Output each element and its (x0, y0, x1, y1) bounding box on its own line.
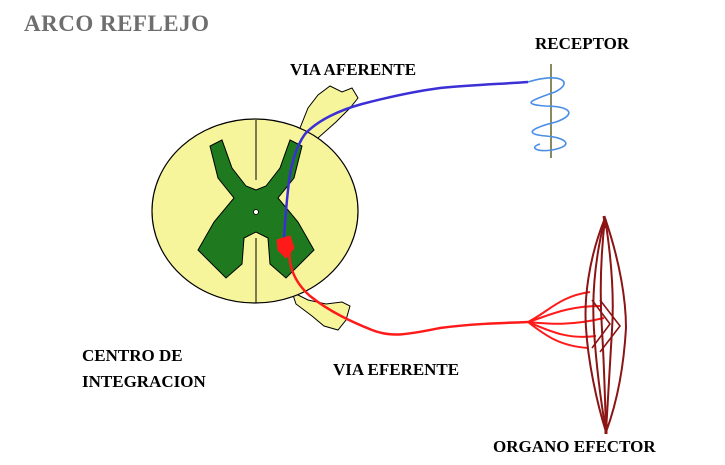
effector-organ-label: ORGANO EFECTOR (493, 437, 656, 456)
efferent-pathway (288, 247, 529, 336)
integration-center-label-line1: CENTRO DE (82, 346, 183, 365)
ventral-nerve-root (291, 291, 351, 331)
integration-center-label-line2: INTEGRACION (82, 372, 206, 391)
effector-muscle (584, 215, 628, 434)
receptor-label: RECEPTOR (535, 34, 630, 53)
integration-center-label: CENTRO DE INTEGRACION (82, 343, 206, 395)
receptor-coils (527, 77, 570, 152)
efferent-terminal-branches (527, 291, 605, 349)
synapse-node (276, 235, 295, 259)
afferent-pathway (282, 80, 529, 249)
afferent-pathway-label: VIA AFERENTE (290, 60, 417, 79)
efferent-pathway-label: VIA EFERENTE (333, 360, 460, 379)
diagram-title: ARCO REFLEJO (24, 11, 210, 36)
central-canal (253, 209, 259, 215)
